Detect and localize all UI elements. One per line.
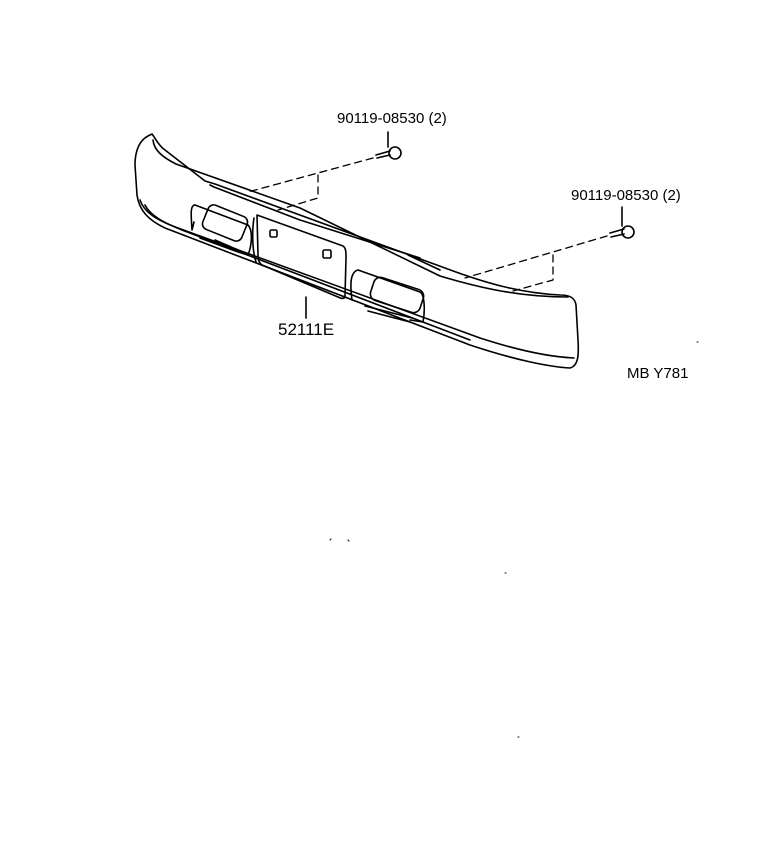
license-plate-area [251,214,347,300]
mounting-dashes [247,157,608,292]
bolt-part-label: 90119-08530 (2) [337,110,447,127]
figure-code: MB Y781 [627,365,689,382]
bolt-icon [609,206,635,239]
stray-marks [329,341,699,738]
left-lamp-opening [190,204,253,256]
bumper-lower-edge-2 [144,204,471,341]
bolt-icon [375,131,402,160]
bumper-top-ridge [209,184,441,271]
right-lamp-opening [350,269,426,323]
bumper-outline [134,133,580,369]
bumper-lower-edge [139,199,575,359]
bumper-top-edge [152,139,569,298]
bolt-part-label: 90119-08530 (2) [571,187,681,204]
bumper-part-label: 52111E [278,320,335,339]
bumper [134,133,580,369]
